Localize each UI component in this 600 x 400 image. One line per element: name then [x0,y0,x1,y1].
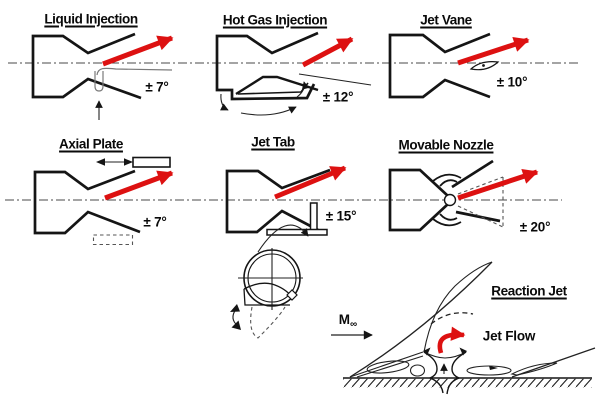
panel-title-axial-plate: Axial Plate [59,136,123,152]
gimbal-pivot [443,193,457,207]
oblique-shock [349,261,493,378]
jet-flow-arrow [437,326,466,354]
panel-title-reaction-jet: Reaction Jet [491,283,567,299]
angle-label-jet-tab: ± 15° [325,208,357,224]
angle-label-jet-vane: ± 10° [496,74,528,90]
recirculation-bubble [366,360,410,374]
downstream-recirculation [466,365,512,376]
liquid-injection-drawing [31,32,174,120]
jet-tab-front-view [230,248,303,339]
ground-hatching [343,378,592,388]
panel-title-liquid-injection: Liquid Injection [44,11,138,27]
panel-title-jet-tab: Jet Tab [251,134,295,150]
freestream-mach-label: M∞ [339,312,357,330]
panel-title-hot-gas-injection: Hot Gas Injection [222,12,328,28]
reaction-jet-drawing [331,261,596,395]
bow-shock [423,261,493,353]
angle-label-axial-plate: ± 7° [143,214,167,230]
thrust-vector-arrow [301,36,354,68]
recompression-shock [511,347,596,378]
retracted-plate-dashed [92,234,134,246]
panel-title-movable-nozzle: Movable Nozzle [398,137,494,153]
jet-flow-label: Jet Flow [482,328,536,344]
axial-plate [132,156,171,168]
recirculation-bubble [409,364,426,377]
thrust-vector-arrow [457,36,530,66]
tab-pivot-block [286,289,298,301]
panel-title-jet-vane: Jet Vane [420,12,472,28]
mach-symbol: M [338,312,351,327]
nozzle-centerlines [5,62,578,201]
thrust-vector-arrow [104,170,174,201]
jet-tab-drawing [225,165,347,253]
recompression-wedge [510,362,558,376]
jet-vane-drawing [388,32,530,99]
movable-nozzle-drawing [388,159,539,232]
infinity-subscript: ∞ [350,319,358,330]
axial-plate-drawing [33,156,174,246]
tab-mount-plate [266,228,328,236]
angle-label-hot-gas-injection: ± 12° [322,89,354,105]
angle-label-movable-nozzle: ± 20° [519,219,551,235]
thrust-vector-arrow [457,168,539,201]
angle-label-liquid-injection: ± 7° [145,79,169,95]
deployed-tab-dashed [250,306,286,339]
thrust-vector-arrow [274,165,347,200]
hot-gas-injection-drawing [215,31,372,116]
thrust-vector-arrow [102,35,174,67]
jet-tab [309,202,318,233]
